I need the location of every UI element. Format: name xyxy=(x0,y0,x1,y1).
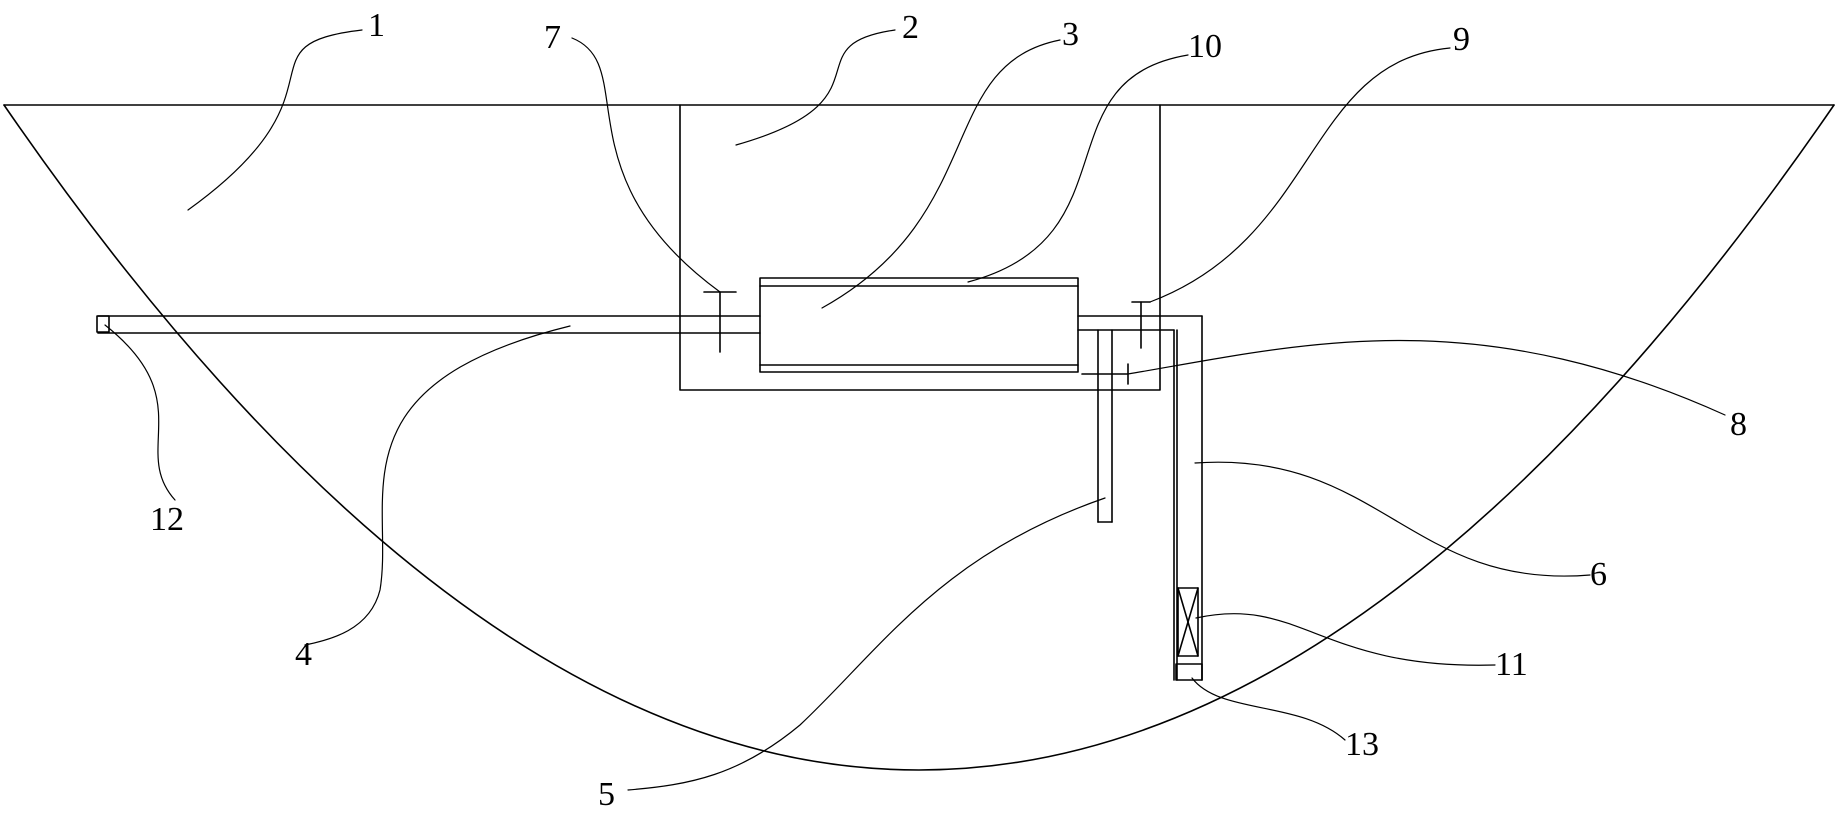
vessel-outline xyxy=(3,104,1835,771)
main-unit xyxy=(759,277,1079,373)
dip-pipe xyxy=(1097,329,1113,523)
housing-box xyxy=(679,104,1161,391)
leader-3 xyxy=(821,39,1061,309)
label-13: 13 xyxy=(1345,726,1379,763)
leader-9 xyxy=(1149,47,1451,303)
outlet-pipe xyxy=(1077,315,1203,681)
label-12: 12 xyxy=(150,501,184,538)
label-7: 7 xyxy=(544,19,561,56)
end-cap xyxy=(1175,663,1203,681)
leader-8 xyxy=(1127,339,1726,416)
label-11: 11 xyxy=(1495,646,1528,683)
leader-13 xyxy=(1191,677,1346,741)
leader-5 xyxy=(627,497,1106,791)
leader-1 xyxy=(187,29,363,211)
label-1: 1 xyxy=(368,7,385,44)
leader-11 xyxy=(1195,613,1496,666)
sensor-9 xyxy=(1131,301,1151,349)
valve xyxy=(1177,587,1199,657)
inlet-pipe xyxy=(96,315,761,334)
leader-lines xyxy=(104,29,1726,791)
label-6: 6 xyxy=(1590,556,1607,593)
label-2: 2 xyxy=(902,9,919,46)
leader-6 xyxy=(1194,461,1591,577)
label-8: 8 xyxy=(1730,406,1747,443)
leader-2 xyxy=(735,29,896,146)
label-10: 10 xyxy=(1188,28,1222,65)
leader-4 xyxy=(304,325,571,646)
label-5: 5 xyxy=(598,776,615,813)
leader-12 xyxy=(104,324,176,501)
reference-numerals: 1 2 3 10 9 7 8 12 4 6 11 13 5 xyxy=(150,7,1747,813)
leader-10 xyxy=(967,54,1189,283)
label-3: 3 xyxy=(1062,16,1079,53)
leader-7 xyxy=(571,37,721,293)
label-9: 9 xyxy=(1453,21,1470,58)
label-4: 4 xyxy=(295,636,312,673)
